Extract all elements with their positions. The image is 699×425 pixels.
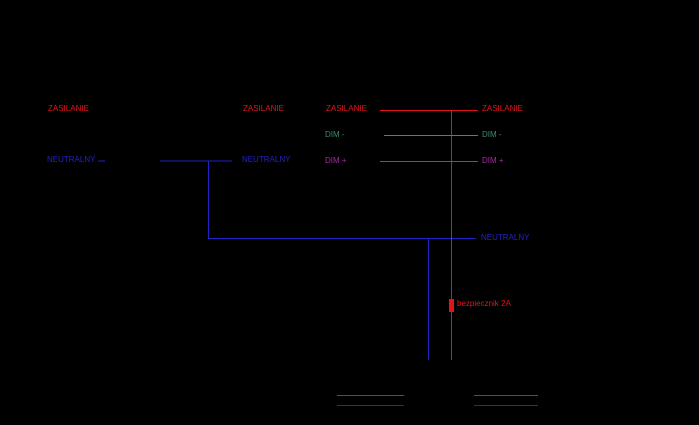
label-zasilanie-mid: ZASILANIE <box>243 104 284 113</box>
label-fuse: bezpiecznik 2A <box>457 299 511 308</box>
label-neutralny-right: NEUTRALNY <box>481 233 530 242</box>
label-neutralny-left: NEUTRALNY <box>47 155 96 164</box>
label-neutralny-mid: NEUTRALNY <box>242 155 291 164</box>
label-zasilanie-center: ZASILANIE <box>326 104 367 113</box>
label-dim-plus-right: DIM + <box>482 156 504 165</box>
label-dim-minus-right: DIM - <box>482 130 502 139</box>
label-dim-minus-center: DIM - <box>325 130 345 139</box>
label-zasilanie-right: ZASILANIE <box>482 104 523 113</box>
label-dim-plus-center: DIM + <box>325 156 347 165</box>
fuse-symbol <box>449 299 454 312</box>
label-zasilanie-left: ZASILANIE <box>48 104 89 113</box>
